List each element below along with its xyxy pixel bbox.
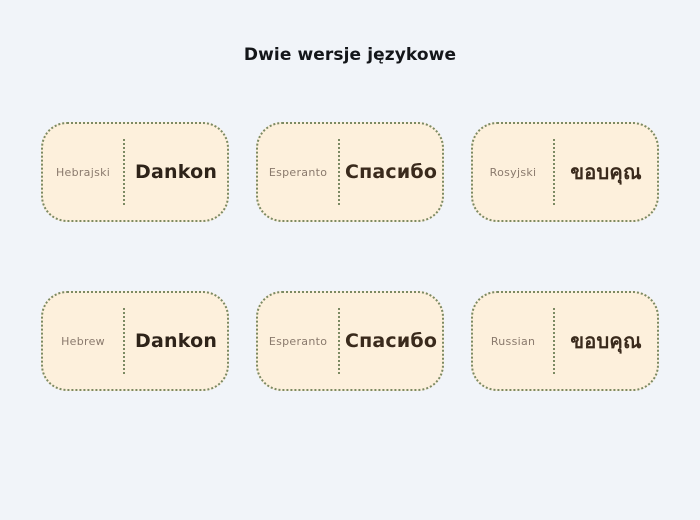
flashcard[interactable]: Hebrew Dankon	[41, 291, 229, 391]
flashcard-divider	[123, 308, 126, 374]
term-text: Dankon	[135, 330, 218, 352]
flashcard-divider	[553, 308, 556, 374]
language-label: Hebrew	[61, 334, 105, 348]
term-text: Спасибо	[344, 161, 438, 183]
flashcard-row-english: Hebrew Dankon Esperanto Спасибо Russian	[41, 291, 659, 391]
flashcard[interactable]: Russian ขอบคุณ	[471, 291, 659, 391]
flashcard-language-side: Esperanto	[258, 124, 338, 220]
flashcard-language-side: Russian	[473, 293, 553, 389]
flashcard-grid: Hebrajski Dankon Esperanto Спасибо Rosyj	[41, 122, 659, 391]
flashcard-divider	[338, 308, 341, 374]
flashcard-term-side: Dankon	[125, 293, 227, 389]
flashcard-term-side: Спасибо	[340, 293, 442, 389]
flashcard-divider	[338, 139, 341, 205]
term-text: ขอบคุณ	[570, 160, 642, 184]
flashcard[interactable]: Rosyjski ขอบคุณ	[471, 122, 659, 222]
page-title: Dwie wersje językowe	[243, 45, 457, 65]
language-label: Esperanto	[268, 165, 328, 179]
term-text: Dankon	[135, 161, 218, 183]
flashcard[interactable]: Esperanto Спасибо	[256, 122, 444, 222]
flashcard-language-side: Rosyjski	[473, 124, 553, 220]
flashcard-language-side: Hebrajski	[43, 124, 123, 220]
language-label: Hebrajski	[55, 165, 111, 179]
flashcard-term-side: Спасибо	[340, 124, 442, 220]
flashcard-row-polish: Hebrajski Dankon Esperanto Спасибо Rosyj	[41, 122, 659, 222]
flashcard-term-side: ขอบคุณ	[555, 124, 657, 220]
language-label: Rosyjski	[489, 165, 537, 179]
flashcard[interactable]: Hebrajski Dankon	[41, 122, 229, 222]
flashcard-language-side: Esperanto	[258, 293, 338, 389]
flashcard-divider	[123, 139, 126, 205]
flashcard-term-side: ขอบคุณ	[555, 293, 657, 389]
language-label: Esperanto	[268, 334, 328, 348]
flashcard-term-side: Dankon	[125, 124, 227, 220]
flashcard[interactable]: Esperanto Спасибо	[256, 291, 444, 391]
flashcard-language-side: Hebrew	[43, 293, 123, 389]
term-text: Спасибо	[344, 330, 438, 352]
language-label: Russian	[490, 334, 536, 348]
flashcard-divider	[553, 139, 556, 205]
term-text: ขอบคุณ	[570, 329, 642, 353]
